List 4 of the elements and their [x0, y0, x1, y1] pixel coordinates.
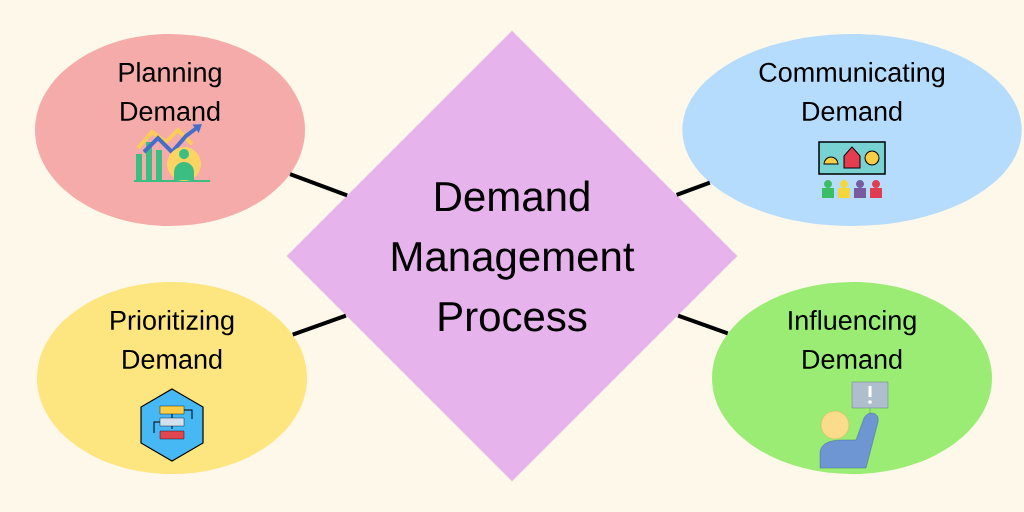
- connector-line: [675, 180, 711, 197]
- connector-line: [289, 172, 348, 198]
- connector-line: [677, 313, 729, 336]
- connector-line: [292, 313, 347, 337]
